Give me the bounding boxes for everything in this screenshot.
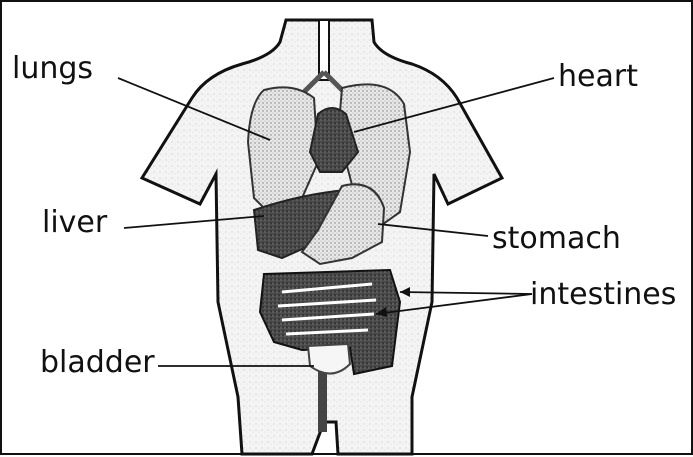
label-bladder: bladder xyxy=(40,348,155,378)
label-lungs: lungs xyxy=(12,54,93,84)
bladder-organ xyxy=(308,344,350,374)
label-intestines: intestines xyxy=(530,280,676,310)
label-stomach: stomach xyxy=(492,224,621,254)
label-heart: heart xyxy=(558,62,638,92)
trachea xyxy=(319,20,329,80)
label-liver: liver xyxy=(42,208,107,238)
